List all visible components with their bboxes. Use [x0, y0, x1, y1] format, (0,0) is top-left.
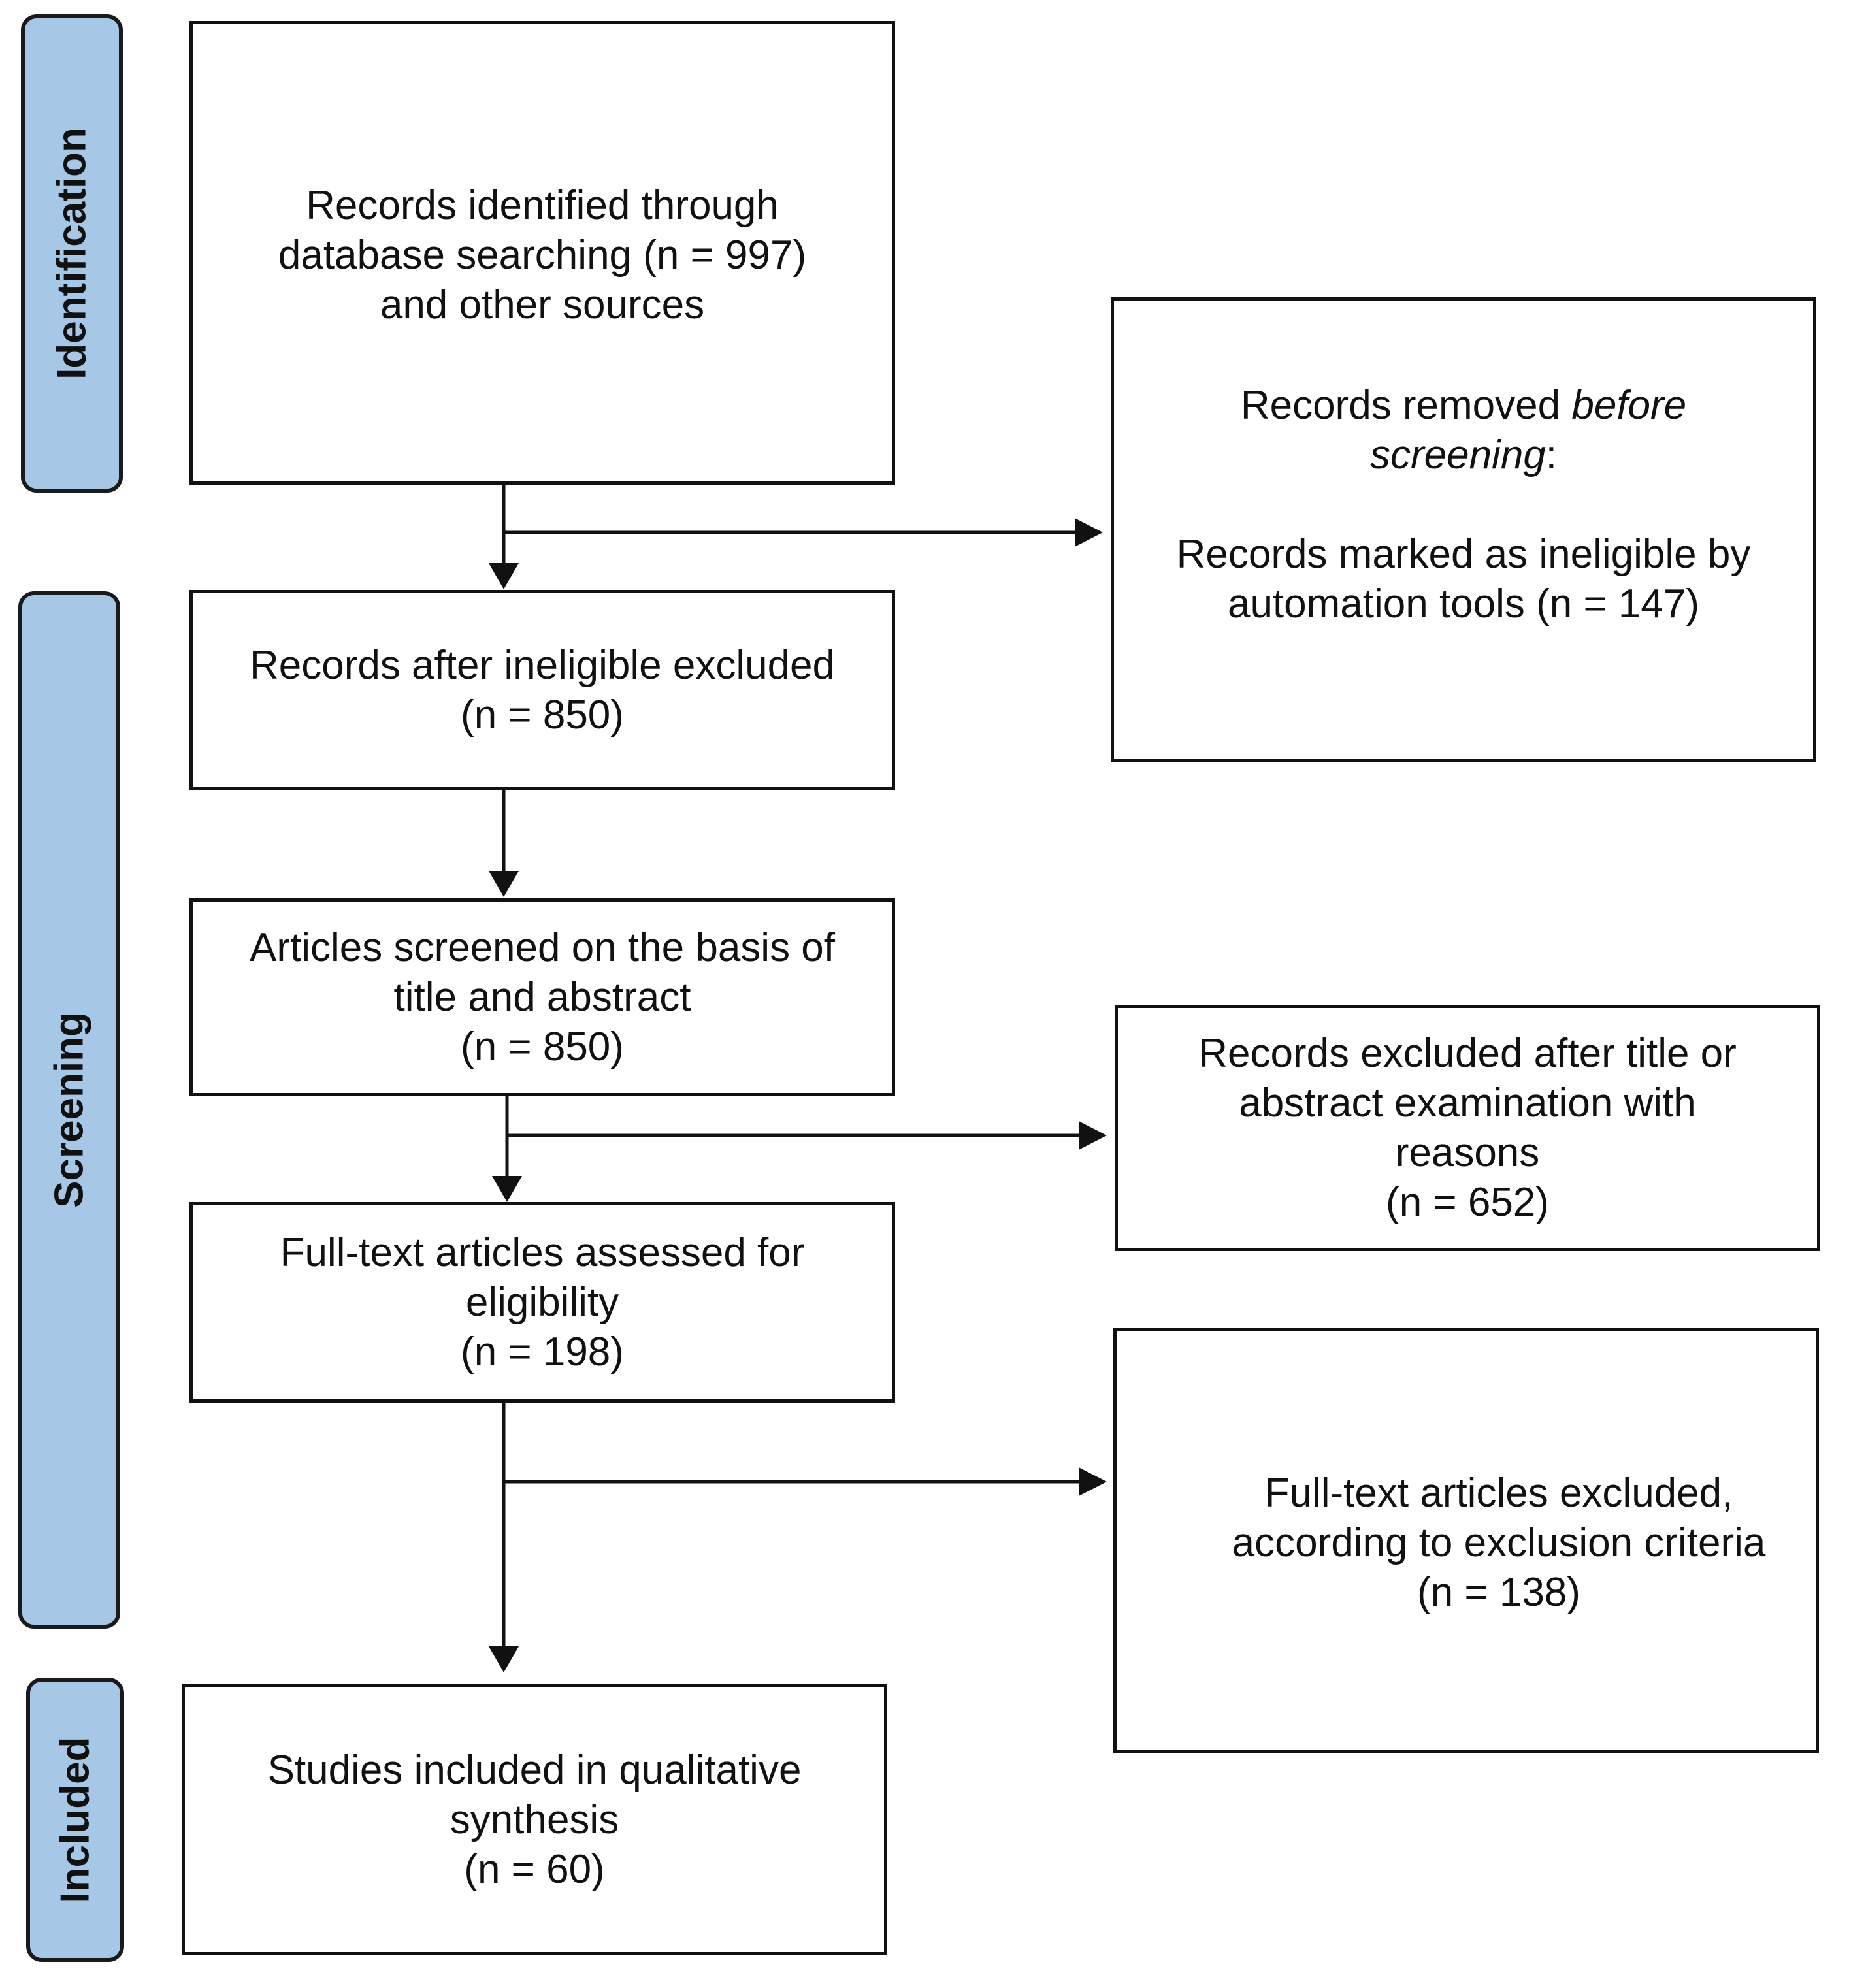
- box-text: (n = 138): [1417, 1570, 1580, 1615]
- box-text: Records after ineligible excluded: [249, 642, 836, 688]
- box-text: reasons: [1395, 1130, 1540, 1175]
- box-studies-included: Studies included in qualitative synthesi…: [182, 1684, 887, 1955]
- box-text: database searching (n = 997): [278, 233, 807, 278]
- box-text: according to exclusion criteria: [1232, 1520, 1766, 1565]
- arrow-head: [1075, 518, 1103, 547]
- box-articles-screened: Articles screened on the basis of title …: [189, 898, 895, 1096]
- box-title: Records removed before: [1241, 381, 1686, 431]
- box-text: (n = 850): [461, 1024, 624, 1069]
- box-text: (n = 198): [461, 1329, 624, 1375]
- box-text: (n = 652): [1386, 1179, 1549, 1225]
- box-text: Records marked as ineligible by: [1176, 532, 1751, 577]
- phase-included: Included: [26, 1678, 124, 1962]
- box-records-after-ineligible: Records after ineligible excluded (n = 8…: [189, 590, 895, 790]
- box-text: Articles screened on the basis of: [249, 924, 836, 970]
- box-text: Studies included in qualitative: [267, 1747, 802, 1793]
- box-text: synthesis: [450, 1797, 619, 1842]
- box-text: abstract examination with: [1239, 1080, 1696, 1126]
- phase-screening: Screening: [18, 591, 120, 1629]
- box-text: Full-text articles assessed for: [280, 1230, 805, 1275]
- box-title-line2: screening:: [1370, 431, 1557, 480]
- box-records-identified: Records identified through database sear…: [189, 21, 895, 485]
- box-text: automation tools (n = 147): [1227, 581, 1700, 627]
- arrow-head: [1079, 1467, 1107, 1496]
- box-fulltext-assessed: Full-text articles assessed for eligibil…: [189, 1202, 895, 1403]
- arrow-head: [489, 1646, 519, 1672]
- box-text: (n = 60): [464, 1846, 605, 1892]
- arrow-head: [489, 563, 519, 589]
- box-text: (n = 850): [461, 692, 624, 738]
- box-text: Records excluded after title or: [1198, 1030, 1737, 1076]
- arrow-head: [489, 871, 519, 897]
- box-text-italic: before: [1571, 383, 1687, 428]
- box-text: Records identified through: [306, 183, 779, 228]
- box-text-italic: screening: [1369, 432, 1546, 478]
- box-text: Records removed: [1240, 383, 1572, 428]
- box-text: title and abstract: [393, 974, 691, 1020]
- box-text: Full-text articles excluded,: [1264, 1471, 1733, 1516]
- box-fulltext-excluded: Full-text articles excluded, according t…: [1113, 1328, 1819, 1753]
- box-text: :: [1545, 432, 1558, 478]
- phase-identification: Identification: [21, 14, 123, 493]
- arrow-head: [1079, 1121, 1107, 1150]
- box-records-removed-before-screening: Records removed before screening: Record…: [1111, 297, 1816, 762]
- arrow-head: [492, 1176, 522, 1202]
- box-text: and other sources: [380, 282, 705, 327]
- box-text: eligibility: [465, 1279, 619, 1325]
- box-records-excluded-title-abstract: Records excluded after title or abstract…: [1115, 1005, 1820, 1251]
